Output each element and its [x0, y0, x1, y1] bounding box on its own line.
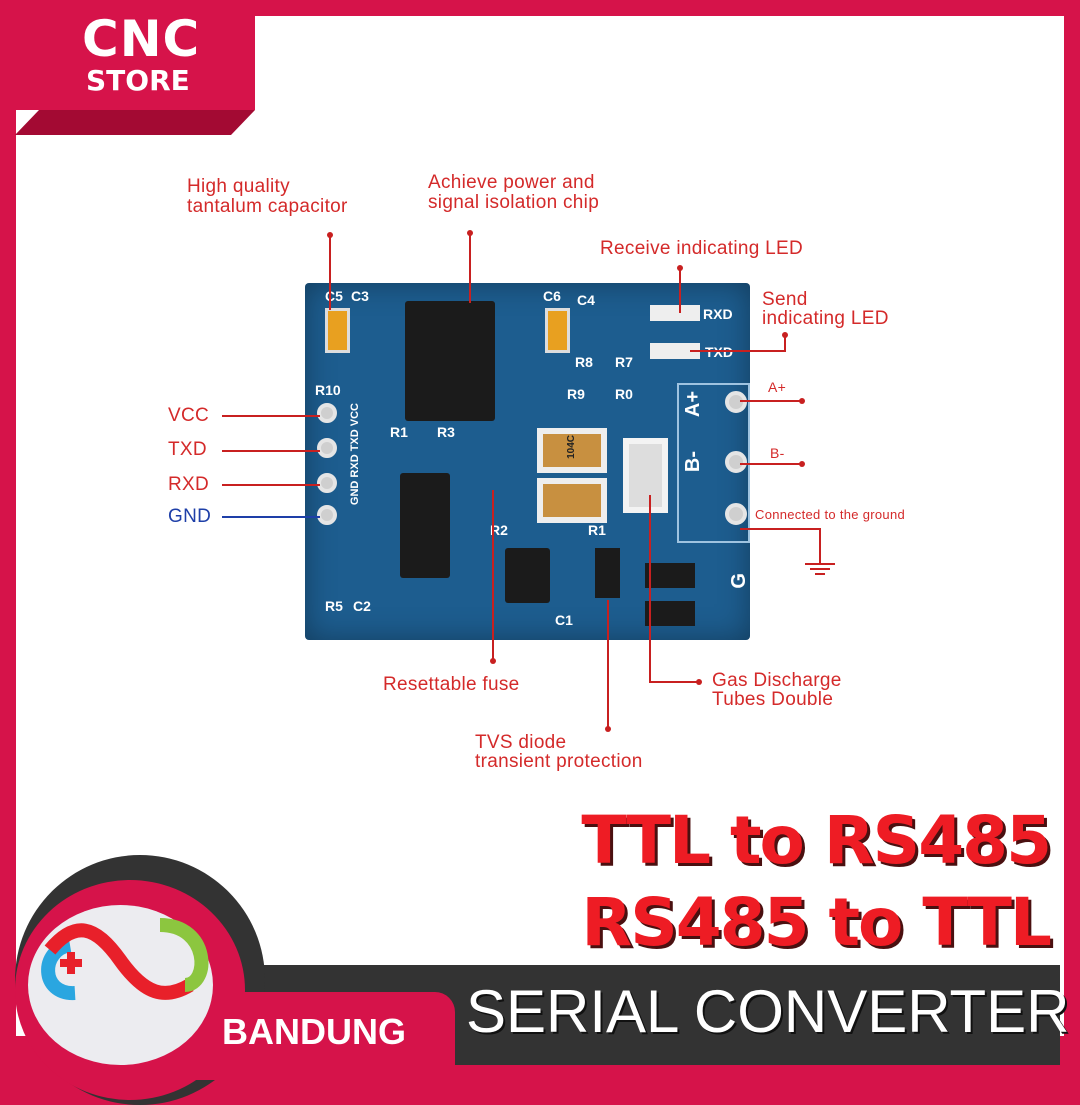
silk-txd: TXD — [705, 344, 733, 360]
pin-a — [725, 391, 747, 413]
pin-label-vcc: VCC — [168, 405, 210, 426]
ground-symbol-icon — [805, 563, 835, 565]
capacitor-c5 — [325, 308, 350, 353]
title-line-1: TTL to RS485 — [581, 802, 1052, 879]
brand-badge-shadow — [15, 110, 255, 135]
transceiver-chip — [400, 473, 450, 578]
diode-b — [645, 563, 695, 588]
silk-rxd: RXD — [703, 306, 733, 322]
callout-gas-1: Gas Discharge — [712, 670, 842, 691]
rxd-led — [650, 305, 700, 321]
isolation-chip — [405, 301, 495, 421]
pin-label-a: A+ — [768, 379, 787, 395]
pin-line — [740, 400, 800, 402]
pin-label-gnd: GND — [168, 506, 212, 527]
silk-r10: R10 — [315, 382, 341, 398]
pin-rxd — [317, 473, 337, 493]
silk-c3: C3 — [351, 288, 369, 304]
callout-tantalum-1: High quality — [187, 176, 290, 197]
silk-a: A+ — [682, 391, 704, 418]
silk-c2: C2 — [353, 598, 371, 614]
silk-g: G — [728, 573, 750, 589]
callout-dot — [490, 658, 496, 664]
callout-dot — [799, 398, 805, 404]
callout-dot — [605, 726, 611, 732]
ground-line — [740, 528, 820, 530]
capacitor-104c-2 — [537, 478, 607, 523]
callout-isolation-2: signal isolation chip — [428, 192, 600, 213]
brand-store: STORE — [86, 64, 190, 97]
callout-tantalum-2: tantalum capacitor — [187, 196, 348, 217]
silk-r1: R1 — [390, 424, 408, 440]
banner-title: SERIAL CONVERTER — [466, 978, 1070, 1045]
callout-line — [649, 681, 699, 683]
small-chip — [505, 548, 550, 603]
callout-dot — [696, 679, 702, 685]
pin-line — [222, 415, 320, 417]
silk-c5: C5 — [325, 288, 343, 304]
silk-b: B- — [682, 451, 704, 473]
callout-fuse: Resettable fuse — [383, 674, 520, 695]
callout-ground: Connected to the ground — [755, 507, 906, 522]
callout-line — [679, 268, 681, 313]
callout-dot — [799, 461, 805, 467]
brand-badge — [15, 15, 255, 110]
gas-discharge-tube — [623, 438, 668, 513]
silk-r9: R9 — [567, 386, 585, 402]
pin-line — [222, 484, 320, 486]
callout-line — [690, 350, 786, 352]
silk-side: GND RXD TXD VCC — [349, 403, 361, 506]
callout-isolation-1: Achieve power and — [428, 172, 595, 193]
callout-receive-led: Receive indicating LED — [600, 238, 804, 259]
silk-cap: 104C — [566, 435, 577, 459]
callout-line — [649, 495, 651, 682]
ground-symbol-icon — [815, 573, 825, 575]
title-line-2: RS485 to TTL — [581, 884, 1052, 961]
callout-line — [784, 335, 786, 351]
ground-symbol-icon — [810, 568, 830, 570]
silk-r0: R0 — [615, 386, 633, 402]
silk-r5: R5 — [325, 598, 343, 614]
tvs-diode — [595, 548, 620, 598]
callout-line — [469, 233, 471, 303]
pin-line — [222, 450, 320, 452]
pin-gnd — [317, 505, 337, 525]
silk-r3: R3 — [437, 424, 455, 440]
pin-label-rxd: RXD — [168, 474, 210, 495]
callout-tvs-2: transient protection — [475, 751, 643, 772]
callout-tvs-1: TVS diode — [475, 732, 567, 753]
brand-cnc: CNC — [82, 10, 201, 68]
silk-r8: R8 — [575, 354, 593, 370]
pin-line — [740, 463, 800, 465]
callout-line — [607, 600, 609, 728]
callout-send-led-1: Send — [762, 289, 808, 310]
silk-r2: R2 — [490, 522, 508, 538]
diode-c — [645, 601, 695, 626]
pin-label-txd: TXD — [168, 439, 207, 460]
callout-line — [492, 490, 494, 660]
txd-led — [650, 343, 700, 359]
pin-b — [725, 451, 747, 473]
callout-gas-2: Tubes Double — [712, 689, 834, 710]
silk-c4: C4 — [577, 292, 595, 308]
pin-txd — [317, 438, 337, 458]
pin-line — [222, 516, 320, 518]
silk-r1b: R1 — [588, 522, 606, 538]
pin-g — [725, 503, 747, 525]
logo-infinity-icon — [41, 918, 209, 1000]
capacitor-104c-1 — [537, 428, 607, 473]
ground-line — [819, 528, 821, 563]
brand-city: BANDUNG — [222, 1011, 406, 1052]
pin-label-b: B- — [770, 445, 785, 461]
silk-c1: C1 — [555, 612, 573, 628]
pin-vcc — [317, 403, 337, 423]
callout-send-led-2: indicating LED — [762, 308, 889, 329]
pcb-board: C5 C3 C6 C4 RXD TXD R8 R7 R9 R0 R10 R1 R… — [305, 283, 750, 640]
silk-c6: C6 — [543, 288, 561, 304]
capacitor-c6 — [545, 308, 570, 353]
callout-line — [329, 235, 331, 310]
silk-r7: R7 — [615, 354, 633, 370]
